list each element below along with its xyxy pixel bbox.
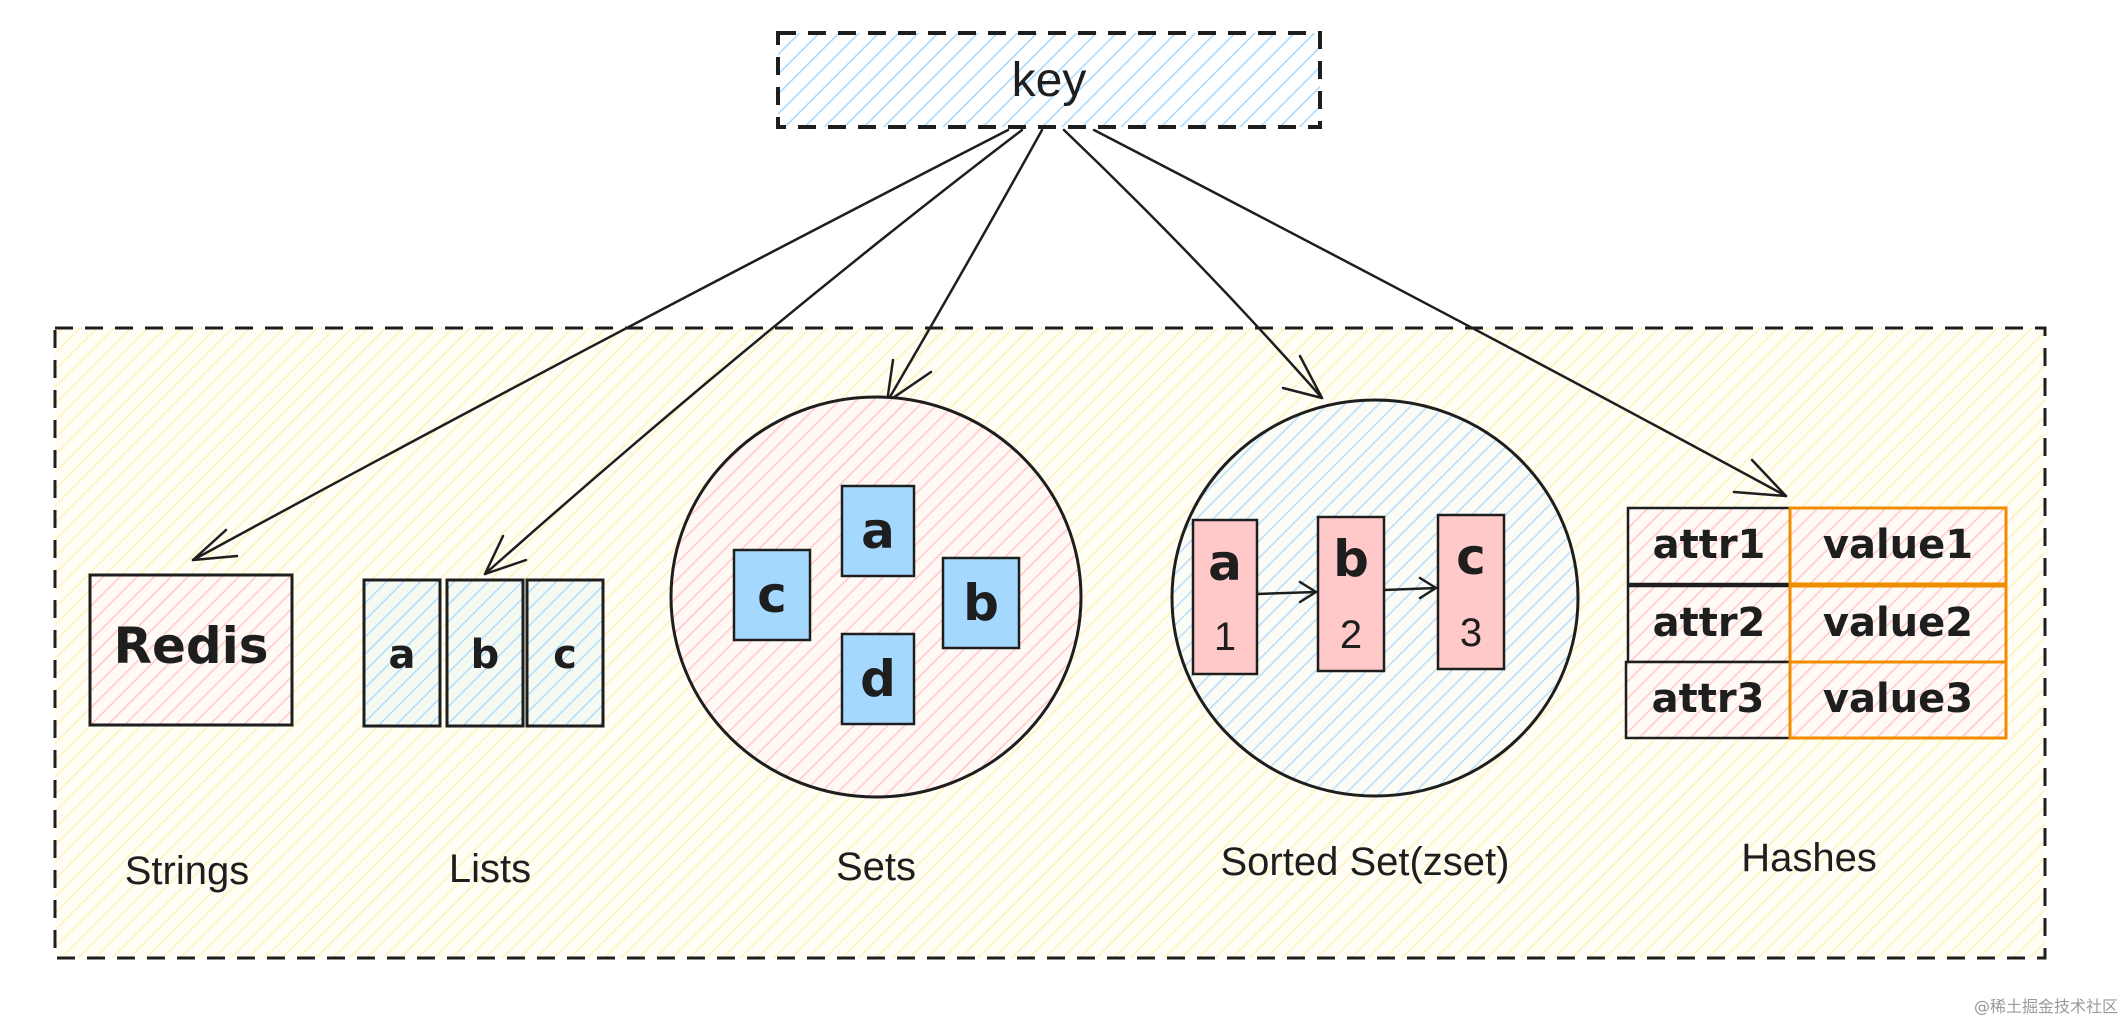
- list-item-text: a: [389, 632, 416, 678]
- key-node: key: [776, 31, 1322, 129]
- zset-score-text: 1: [1214, 615, 1236, 659]
- arrow-to-strings: [191, 128, 1010, 562]
- zset-member-text: c: [1456, 528, 1486, 586]
- zset-score-text: 2: [1340, 613, 1362, 657]
- set-member: b: [941, 556, 1021, 650]
- strings-value: Redis: [113, 617, 268, 675]
- set-member: c: [732, 548, 812, 642]
- arrow-to-hashes: [1092, 128, 1788, 498]
- key-arrows: [191, 128, 1788, 576]
- hash-field-text: attr2: [1653, 600, 1766, 646]
- set-member: a: [840, 484, 916, 578]
- list-item-text: c: [553, 632, 577, 678]
- lists-group: a b c Lists: [362, 578, 605, 891]
- list-item: b: [445, 578, 525, 728]
- hash-field-cell: [1624, 660, 1792, 740]
- hash-value-text: value2: [1823, 600, 1973, 646]
- zset-score-text: 3: [1460, 611, 1482, 655]
- strings-caption: Strings: [125, 849, 250, 893]
- zset-group: a 1 b 2 c 3 Sorted Set(zset): [1170, 398, 1580, 884]
- set-member: d: [840, 632, 916, 726]
- list-item: a: [362, 578, 442, 728]
- hash-value-cell: [1788, 660, 2008, 740]
- sets-circle: [669, 395, 1083, 799]
- hashes-caption: Hashes: [1741, 836, 1877, 880]
- hash-value-text: value1: [1823, 522, 1973, 568]
- lists-caption: Lists: [449, 847, 531, 891]
- hash-row: attr2 value2: [1626, 584, 2008, 664]
- arrow-to-lists: [483, 128, 1024, 576]
- list-item-text: b: [471, 632, 500, 678]
- hash-value-cell: [1788, 506, 2008, 586]
- key-label: key: [1012, 54, 1087, 107]
- set-member-text: b: [963, 574, 999, 632]
- hash-row: attr1 value1: [1626, 506, 2008, 586]
- set-member-text: c: [757, 566, 787, 624]
- hash-row: attr3 value3: [1624, 660, 2008, 740]
- zset-caption: Sorted Set(zset): [1220, 840, 1509, 884]
- arrow-to-zset: [1062, 128, 1324, 400]
- sets-group: a c b d Sets: [669, 395, 1083, 889]
- zset-member: a 1: [1191, 518, 1259, 676]
- hash-field-text: attr3: [1652, 676, 1765, 722]
- zset-member-text: a: [1208, 534, 1242, 592]
- set-member-text: a: [861, 502, 895, 560]
- zset-member: c 3: [1436, 513, 1506, 671]
- hash-field-text: attr1: [1653, 522, 1766, 568]
- zset-link-arrow: [1255, 580, 1318, 604]
- hash-value-text: value3: [1823, 676, 1973, 722]
- strings-value-box: [88, 573, 294, 727]
- list-item: c: [525, 578, 605, 728]
- hash-field-cell: [1626, 584, 1792, 664]
- strings-group: Redis Strings: [88, 573, 294, 893]
- watermark: @稀土掘金技术社区: [1974, 997, 2118, 1016]
- set-member-text: d: [860, 650, 896, 708]
- zset-member: b 2: [1316, 515, 1386, 673]
- sets-caption: Sets: [836, 845, 916, 889]
- hashes-group: attr1 value1 attr2 value2 attr3 value3 H…: [1624, 506, 2008, 880]
- zset-member-text: b: [1333, 530, 1369, 588]
- hash-value-cell: [1788, 584, 2008, 664]
- zset-link-arrow: [1382, 576, 1438, 600]
